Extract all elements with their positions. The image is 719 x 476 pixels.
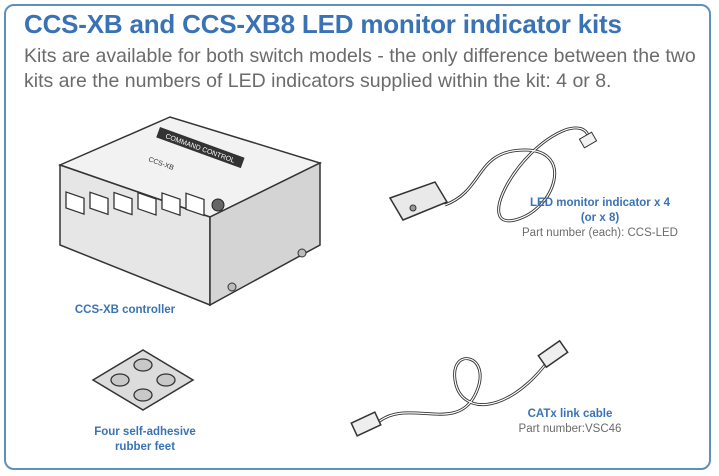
controller-label-text: CCS-XB controller — [74, 304, 176, 316]
led-label-line1: LED monitor indicator x 4 — [530, 197, 670, 209]
led-indicator-illustration — [388, 126, 598, 223]
feet-label-line2: rubber feet — [114, 441, 176, 453]
intro-text: Kits are available for both switch model… — [24, 45, 696, 92]
catx-cable-label: CATx link cable Part number:VSC46 — [490, 407, 650, 437]
kit-panel-frame — [4, 4, 711, 470]
feet-label-line1: Four self-adhesive — [94, 426, 196, 438]
page-title: CCS-XB and CCS-XB8 LED monitor indicator… — [24, 9, 622, 39]
led-label-line2: (or x 8) — [580, 212, 620, 224]
controller-label: CCS-XB controller — [40, 303, 210, 318]
cable-label-text: CATx link cable — [527, 408, 613, 420]
catx-cable-illustration — [350, 339, 569, 437]
cable-part-number: Part number:VSC46 — [518, 423, 622, 435]
led-indicator-label: LED monitor indicator x 4 (or x 8) Part … — [510, 196, 690, 241]
rubber-feet-label: Four self-adhesive rubber feet — [70, 425, 220, 455]
led-part-number: Part number (each): CCS-LED — [522, 227, 678, 239]
controller-illustration: COMMAND CONTROL CCS-XB — [57, 116, 323, 307]
rubber-feet-illustration — [91, 349, 195, 411]
